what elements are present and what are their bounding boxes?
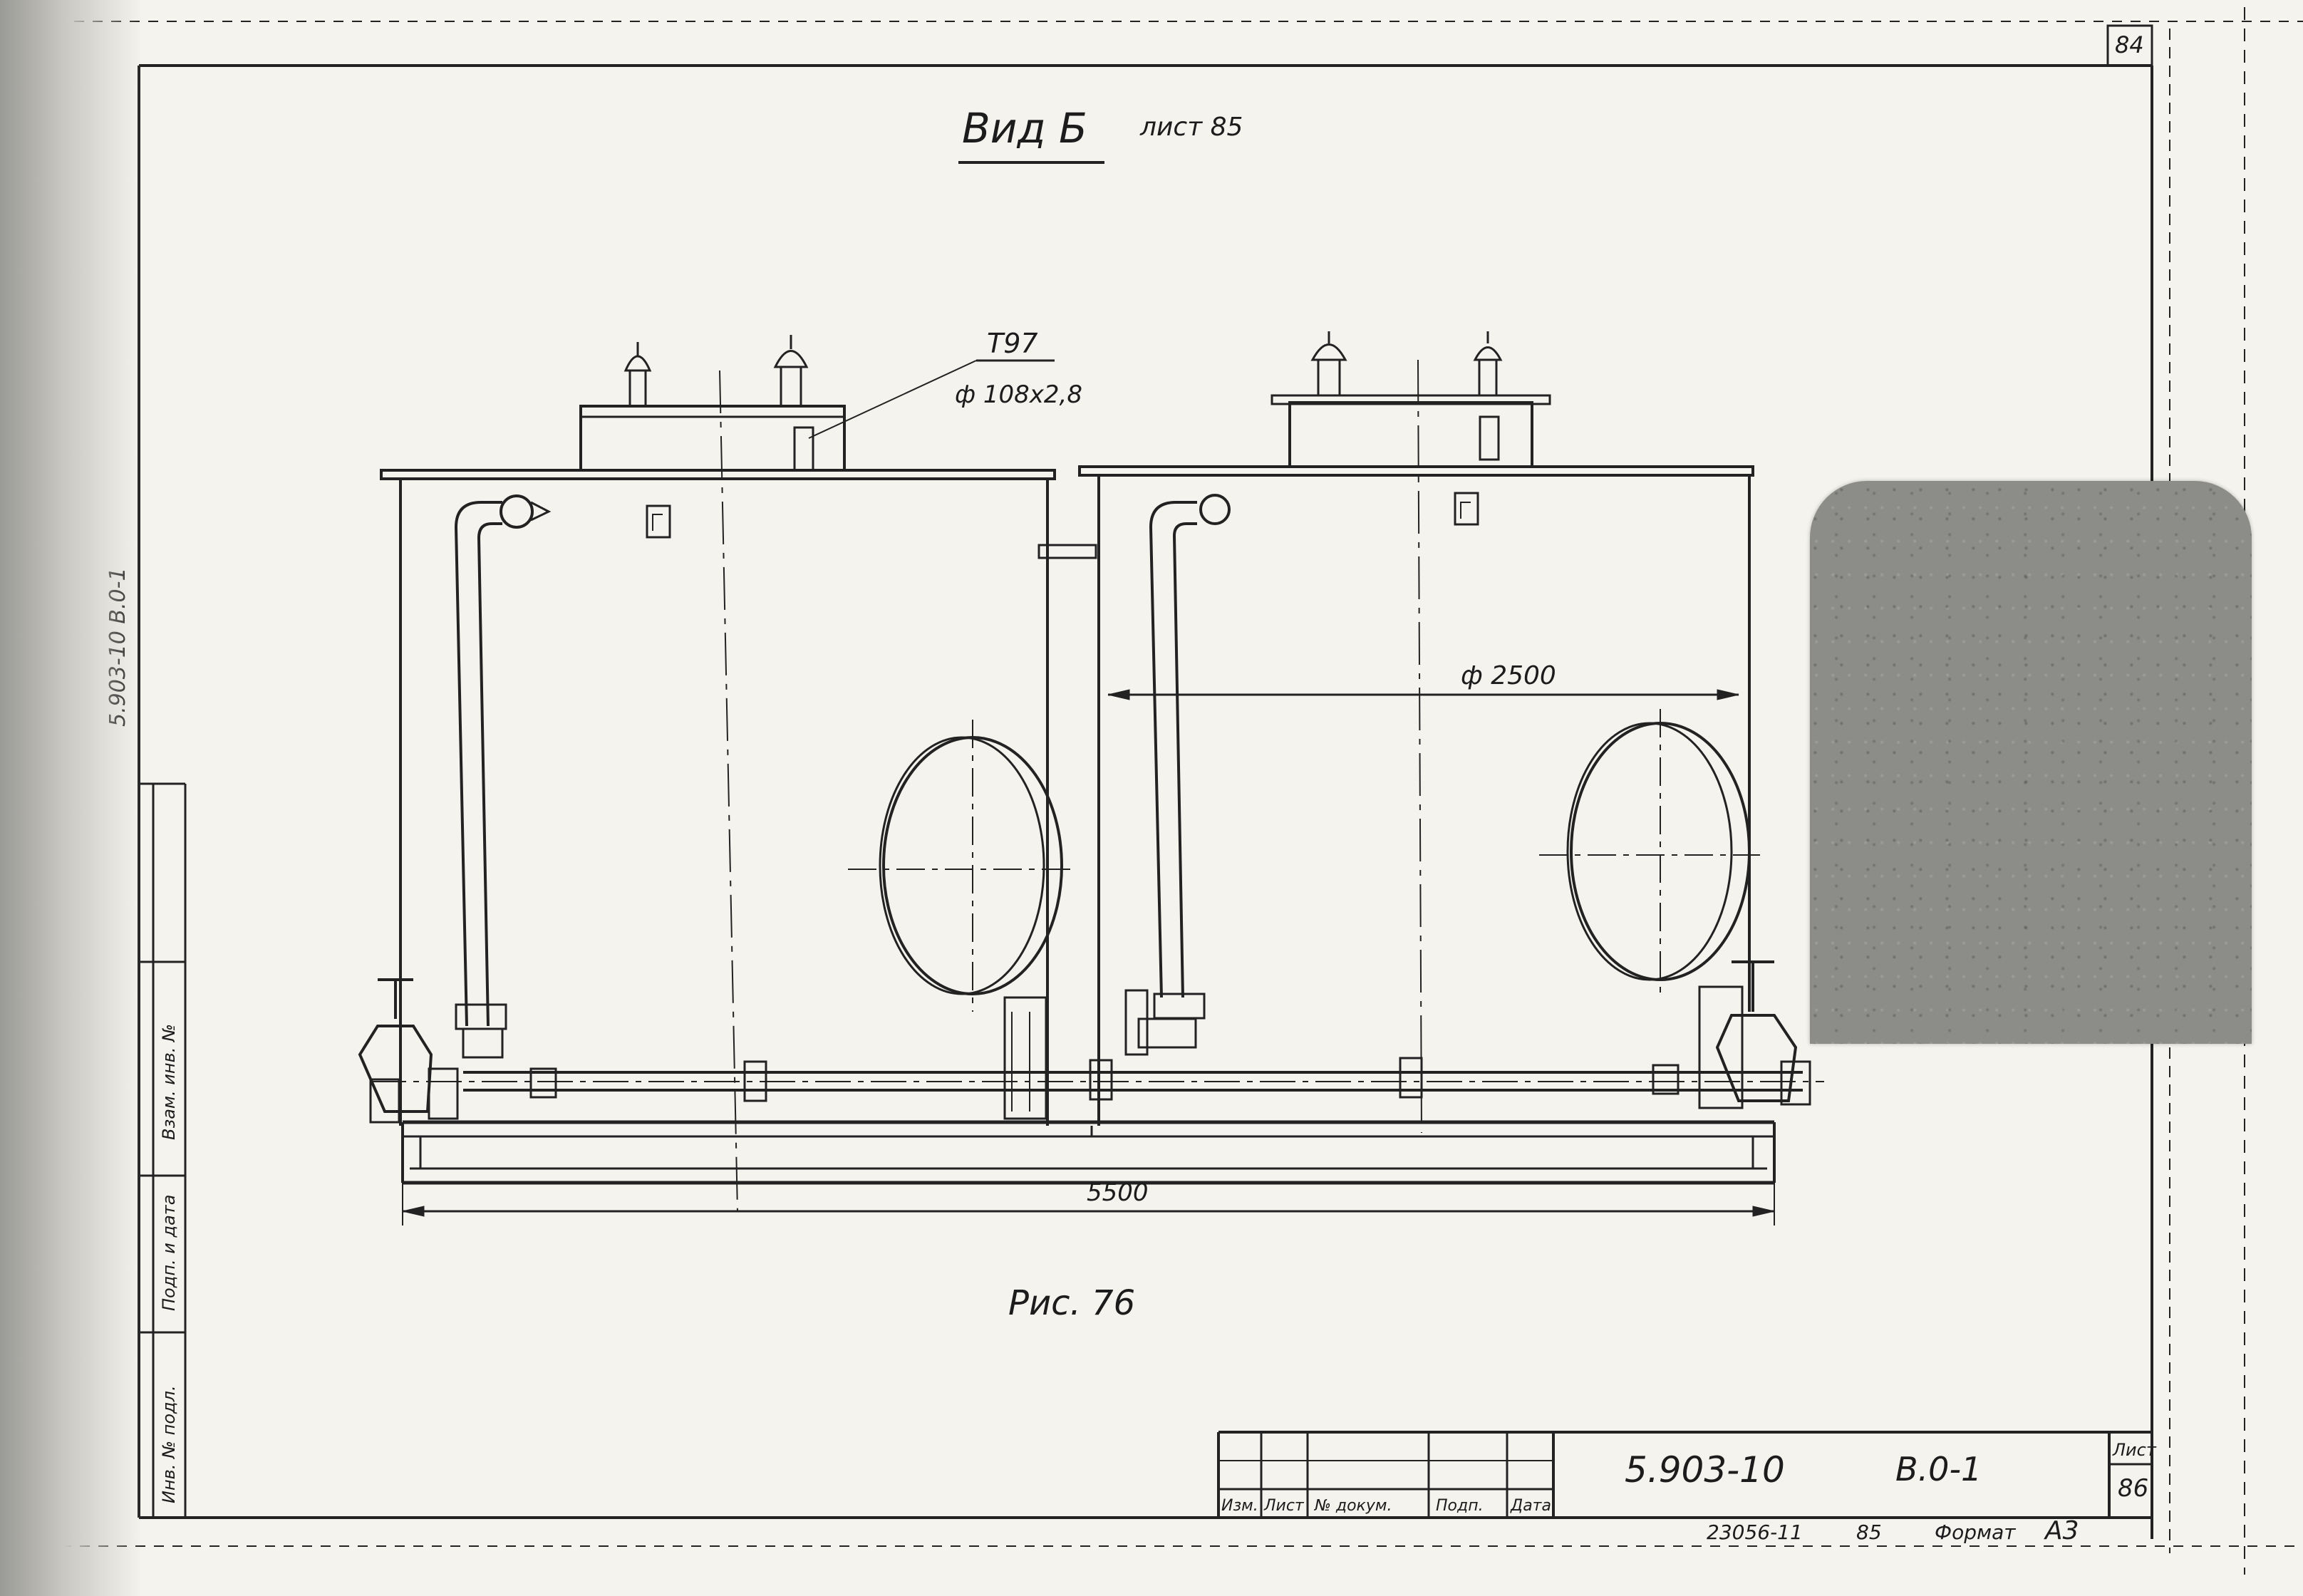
left-binding-strip (139, 782, 187, 1518)
right-tank (1078, 331, 1760, 1134)
order-number: 23056-11 (1707, 1520, 1803, 1544)
format-value: А3 (2044, 1516, 2079, 1545)
order-suffix: 85 (1856, 1520, 1882, 1544)
pasted-paper-patch (1810, 481, 2252, 1044)
title-col-izm: Изм. (1221, 1497, 1258, 1515)
title-col-date: Дата (1510, 1497, 1551, 1515)
pipe-mark-label: Т97 (987, 328, 1038, 359)
pipe-size-label: ф 108х2,8 (955, 380, 1082, 409)
gate-valve-icon (1715, 960, 1811, 1106)
left-strip-replace-label: Взам. инв. № (159, 1024, 179, 1140)
breathing-valve-icon (623, 342, 652, 408)
diameter-dimension-label: ф 2500 (1461, 661, 1556, 690)
title-col-sign: Подп. (1436, 1497, 1484, 1515)
sheet-label: Лист (2112, 1440, 2157, 1460)
left-strip-signature-label: Подп. и дата (159, 1195, 179, 1312)
album-number: В.0-1 (1895, 1450, 1982, 1488)
corner-sheet-number: 84 (2115, 31, 2144, 58)
gate-valve-icon (358, 978, 459, 1124)
document-designation: 5.903-10 (1625, 1449, 1785, 1491)
pipe-leader-line (808, 360, 977, 439)
breathing-valve-icon (773, 335, 809, 408)
figure-caption: Рис. 76 (1008, 1283, 1135, 1323)
corner-sheet-box: 84 (2106, 24, 2153, 67)
title-block (1217, 1431, 2152, 1518)
view-sheet-ref: лист 85 (1139, 113, 1243, 142)
left-strip-designation: 5.903-10 В.0-1 (105, 567, 130, 727)
left-tank (380, 335, 1097, 1212)
format-label: Формат (1935, 1520, 2016, 1544)
left-strip-inventory-label: Инв. № подл. (159, 1385, 179, 1503)
view-title: Вид Б (962, 104, 1087, 152)
sheet-number: 86 (2118, 1474, 2148, 1503)
breathing-valve-icon (1473, 331, 1503, 397)
title-col-list: Лист (1263, 1497, 1305, 1515)
length-dimension-label: 5500 (1087, 1178, 1149, 1207)
title-col-doc: № докум. (1314, 1497, 1392, 1515)
base-frame-and-manifold (371, 1057, 1824, 1226)
breathing-valve-icon (1310, 331, 1347, 397)
